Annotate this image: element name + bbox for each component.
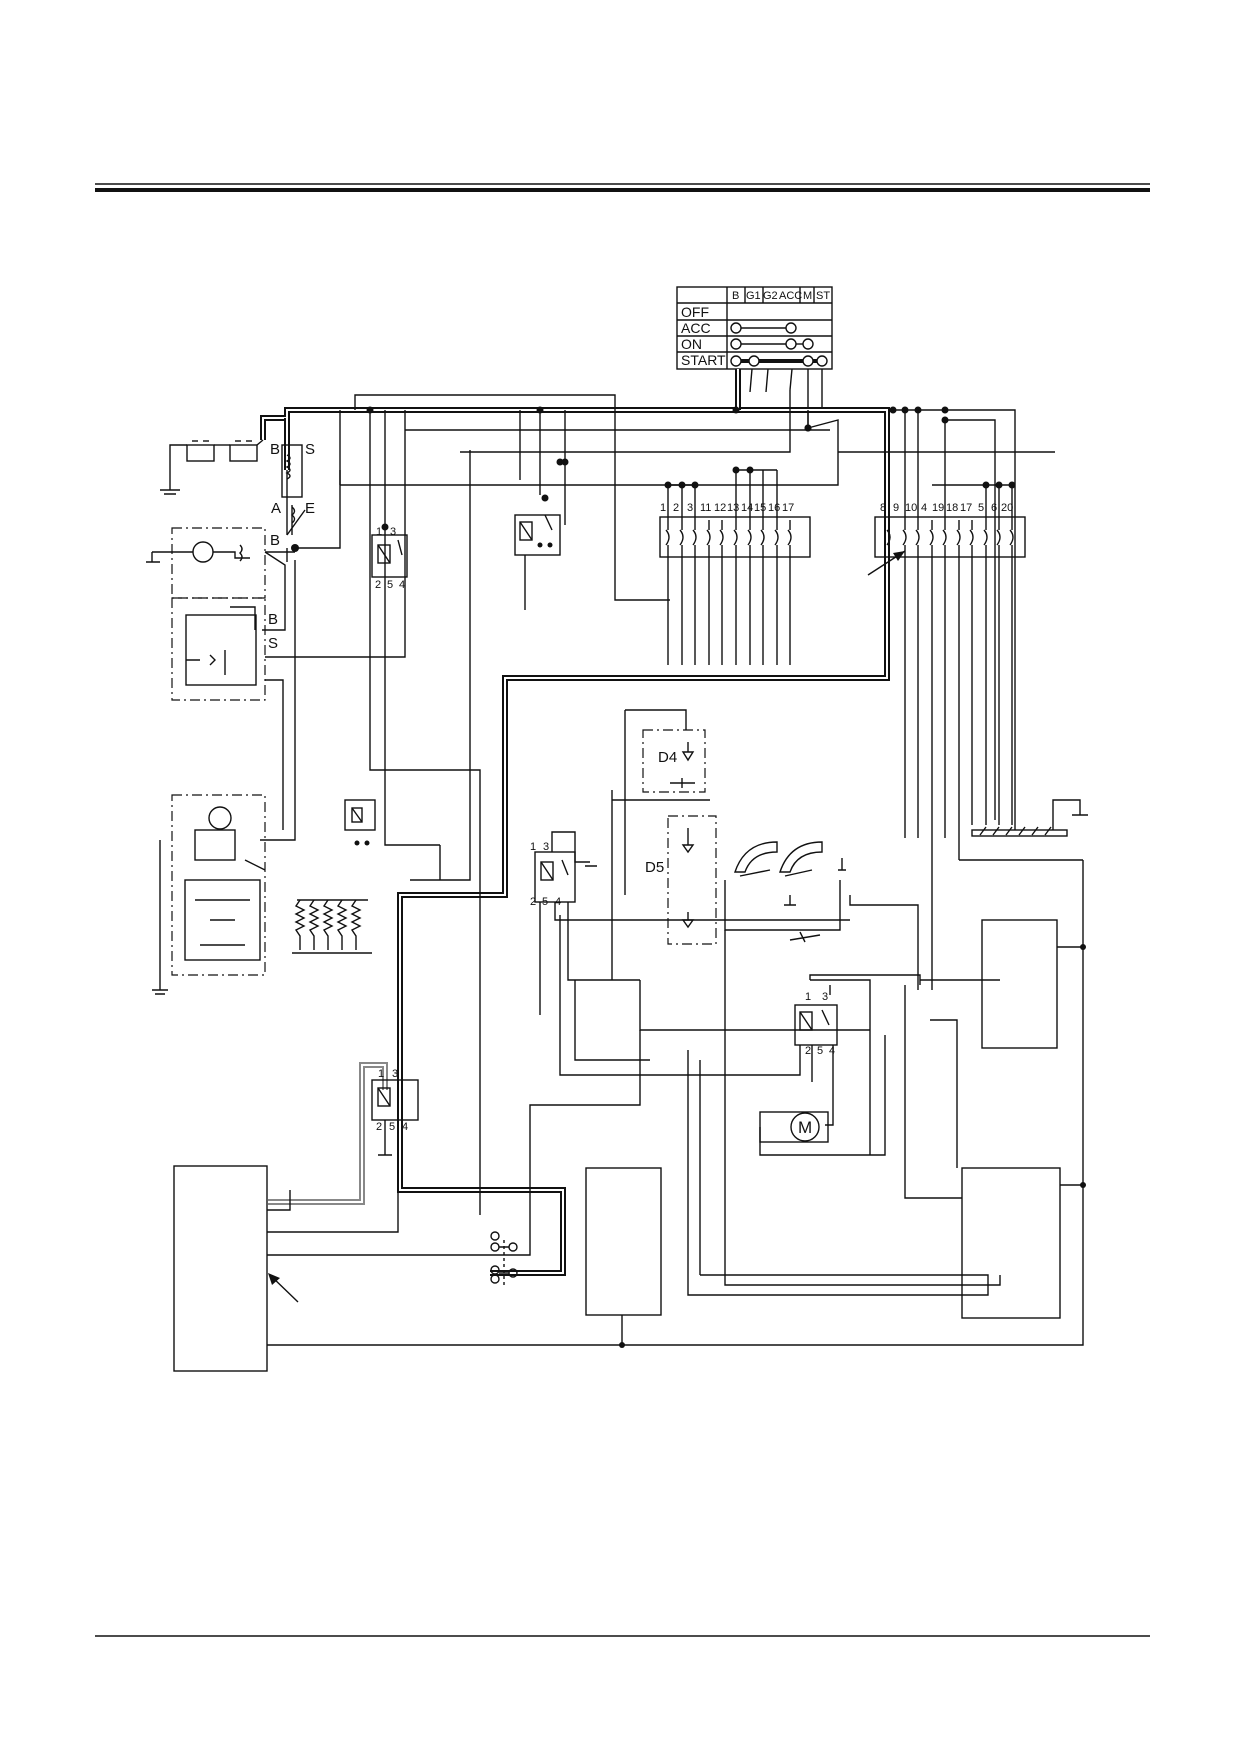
gauge-pair xyxy=(724,841,846,943)
relay-ul-pin-2: 2 xyxy=(375,579,381,591)
fuse-left-11: 11 xyxy=(700,502,711,514)
fuse-right-17: 17 xyxy=(960,502,972,514)
ignition-row-start: START xyxy=(681,352,726,368)
relay-lr-pin-5: 5 xyxy=(817,1045,823,1057)
alternator-terminal-b: B xyxy=(270,532,280,549)
battery-relay-terminal-a: A xyxy=(271,500,281,517)
relay-ul-pin-3: 3 xyxy=(390,526,396,538)
fuse-box-left: 1 2 3 11 12 13 14 15 16 17 xyxy=(659,466,811,665)
page-header-rule xyxy=(95,183,1150,192)
relay-ul-pin-1: 1 xyxy=(376,526,382,538)
ignition-col-st: ST xyxy=(816,290,830,302)
relay-mid-pin-5: 5 xyxy=(542,896,548,908)
fuse-left-2: 2 xyxy=(673,502,679,514)
relay-mid-pin-2: 2 xyxy=(530,896,536,908)
relay-mid-pin-1: 1 xyxy=(530,841,536,853)
relay-mid-pin-4: 4 xyxy=(555,896,561,908)
control-unit-right-lower xyxy=(639,859,1086,1319)
fuse-right-19: 19 xyxy=(932,502,944,514)
ignition-col-g2: G2 xyxy=(763,290,778,302)
relay-ll-pin-1: 1 xyxy=(378,1068,384,1080)
diode-unit-d5: D5 xyxy=(611,790,717,980)
relay-ul-pin-4: 4 xyxy=(399,579,405,591)
fuse-right-5: 5 xyxy=(978,502,984,514)
battery-relay: B S A E xyxy=(270,441,315,562)
fuse-right-6: 6 xyxy=(991,502,997,514)
misc-interconnects xyxy=(439,845,1001,1286)
relay-lr-pin-3: 3 xyxy=(822,991,828,1003)
relay-lr-pin-4: 4 xyxy=(829,1045,835,1057)
ignition-col-acc: ACC xyxy=(779,290,802,302)
battery-pair xyxy=(160,439,264,495)
battery-relay-terminal-s: S xyxy=(305,441,315,458)
relay-lr-pin-1: 1 xyxy=(805,991,811,1003)
control-unit-right-upper xyxy=(981,919,1086,1049)
fuse-right-9: 9 xyxy=(893,502,899,514)
diode-unit-d4: D4 xyxy=(624,709,706,895)
relay-ll-pin-2: 2 xyxy=(376,1121,382,1133)
ignition-row-off: OFF xyxy=(681,304,709,320)
ground-bus-bar xyxy=(971,799,1088,837)
relay-ul-pin-5: 5 xyxy=(387,579,393,591)
relay-upper-left: 1 3 2 5 4 xyxy=(371,523,408,591)
relay-ll-pin-5: 5 xyxy=(389,1121,395,1133)
relay-lower-right: 1 3 2 5 4 xyxy=(559,915,871,1155)
d5-label: D5 xyxy=(645,859,664,876)
fuse-left-16: 16 xyxy=(768,502,780,514)
fuse-left-15: 15 xyxy=(754,502,766,514)
control-unit-center xyxy=(585,1167,662,1348)
battery-relay-terminal-e: E xyxy=(305,500,315,517)
fuse-left-17: 17 xyxy=(782,502,794,514)
controller-box-left xyxy=(173,860,1084,1372)
regulator-terminal-b: B xyxy=(268,611,278,628)
fuse-left-14: 14 xyxy=(741,502,753,514)
fuse-left-3: 3 xyxy=(687,502,693,514)
relay-top-middle xyxy=(514,494,561,610)
voltage-regulator: B S xyxy=(171,410,406,830)
fuse-box-right: 8 9 10 4 19 18 17 5 6 20 xyxy=(867,410,1026,990)
ignition-col-m: M xyxy=(803,290,812,302)
relay-mid-pin-3: 3 xyxy=(543,841,549,853)
fuse-left-12: 12 xyxy=(714,502,726,514)
ignition-col-b: B xyxy=(732,290,739,302)
ignition-switch-table: B G1 G2 ACC M ST OFF ACC ON START xyxy=(676,286,833,428)
ignition-col-g1: G1 xyxy=(746,290,761,302)
relay-middle: 1 3 2 5 4 xyxy=(530,831,850,1015)
d4-label: D4 xyxy=(658,749,677,766)
regulator-terminal-s: S xyxy=(268,635,278,652)
fuse-right-4: 4 xyxy=(921,502,927,514)
fuse-left-13: 13 xyxy=(727,502,739,514)
fuse-right-10: 10 xyxy=(905,502,917,514)
fuse-left-1: 1 xyxy=(660,502,666,514)
starter-motor-unit xyxy=(152,560,296,995)
ignition-row-on: ON xyxy=(681,336,702,352)
wiper-motor: M xyxy=(759,1035,886,1156)
ground-resistor-bank xyxy=(292,899,372,954)
ignition-row-acc: ACC xyxy=(681,320,711,336)
relay-small-left xyxy=(344,799,376,846)
grey-harness xyxy=(268,1062,388,1205)
battery-relay-terminal-b: B xyxy=(270,441,280,458)
fuse-right-8: 8 xyxy=(880,502,886,514)
fuse-right-18: 18 xyxy=(946,502,958,514)
relay-lr-pin-2: 2 xyxy=(805,1045,811,1057)
interlock-switch-contacts xyxy=(490,1231,518,1285)
motor-label: M xyxy=(798,1118,812,1137)
fuse-right-20: 20 xyxy=(1001,502,1013,514)
relay-ll-pin-4: 4 xyxy=(402,1121,408,1133)
relay-ll-pin-3: 3 xyxy=(392,1068,398,1080)
relay-lower-left: 1 3 2 5 4 xyxy=(371,1068,419,1156)
